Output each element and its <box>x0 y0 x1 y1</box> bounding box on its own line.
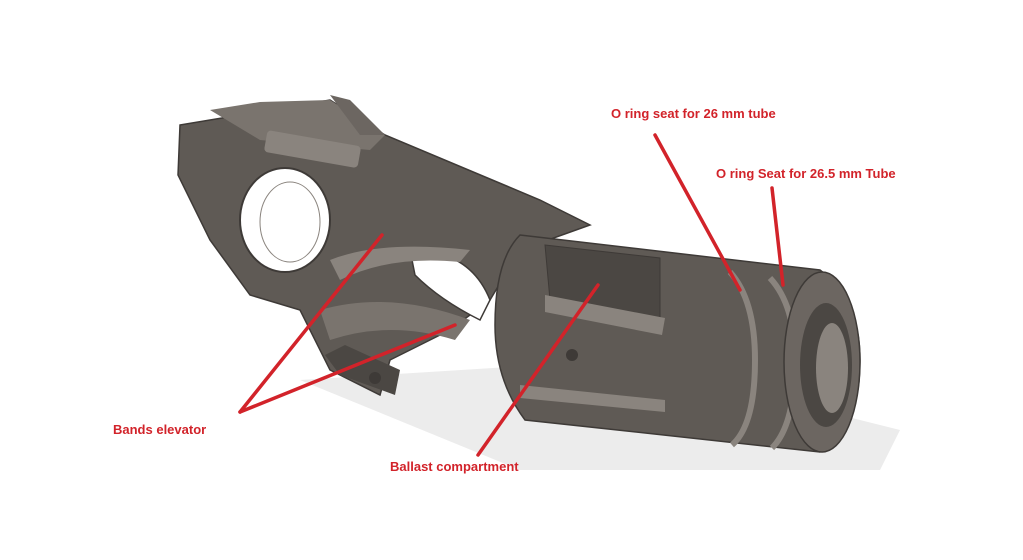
label-bands-elevator: Bands elevator <box>113 422 207 437</box>
label-ballast: Ballast compartment <box>390 459 519 474</box>
leader-bands-elevator-2 <box>238 323 457 414</box>
leader-bands-elevator-1 <box>238 233 384 414</box>
frame-body <box>177 95 592 397</box>
annotation-lines <box>238 133 785 457</box>
tube-body <box>494 234 861 453</box>
label-oring-265: O ring Seat for 26.5 mm Tube <box>716 166 896 181</box>
leader-oring-265 <box>770 186 785 287</box>
label-oring-26: O ring seat for 26 mm tube <box>611 106 776 121</box>
leader-ballast <box>476 283 600 457</box>
leader-oring-26 <box>653 133 742 292</box>
